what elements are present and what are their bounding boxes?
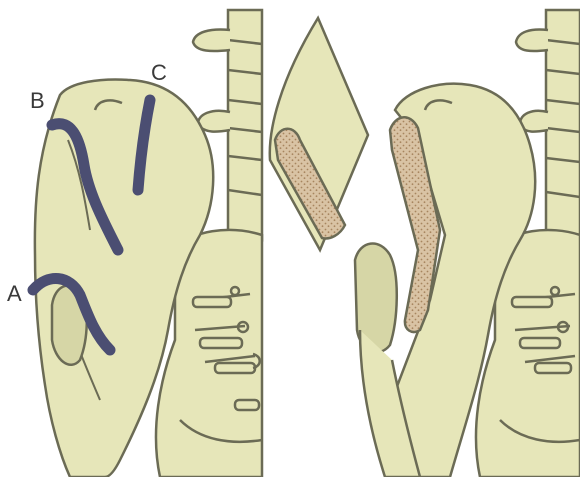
label-a: A [7, 283, 22, 305]
right-panel [270, 10, 580, 477]
label-b: B [30, 90, 45, 112]
label-c: C [151, 62, 167, 84]
left-panel [33, 10, 262, 477]
